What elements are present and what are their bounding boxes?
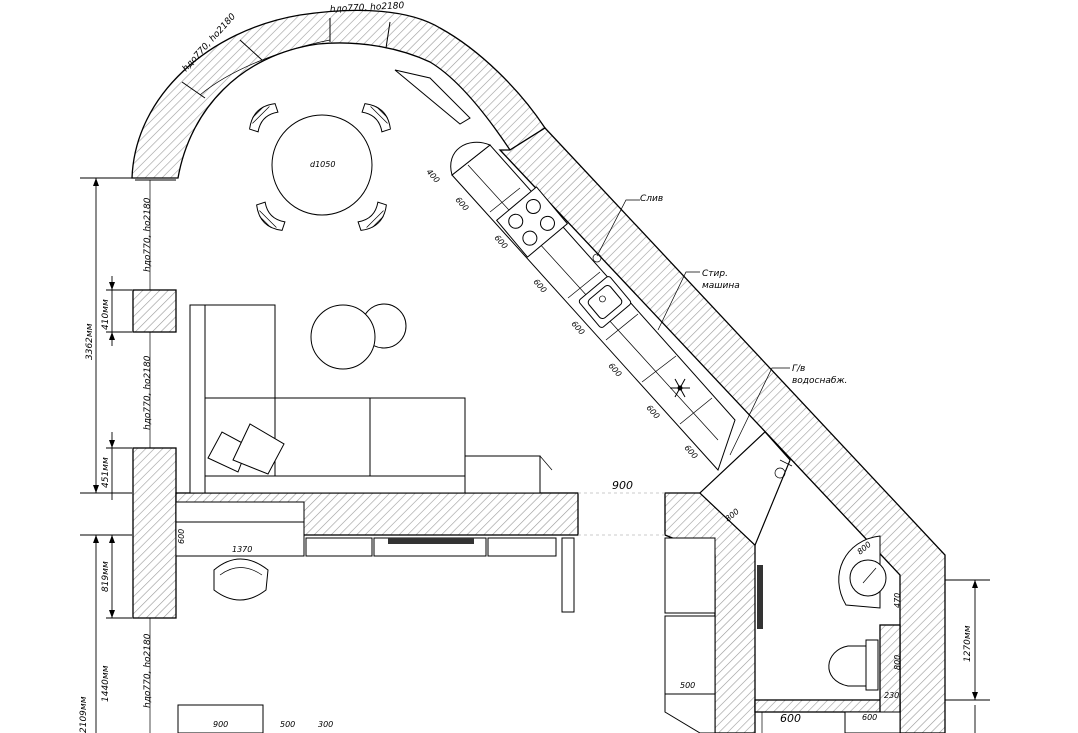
bottom-900-label: 900 <box>213 720 228 729</box>
module-600: 600 <box>645 403 662 420</box>
window-left-lower-label: hдо770, hо2180 <box>143 633 153 708</box>
dim-3362-label: 3362мм <box>85 323 95 360</box>
dim-410-label: 410мм <box>101 299 111 330</box>
closet: 500 <box>664 537 763 733</box>
radiator <box>757 565 763 629</box>
toilet <box>828 639 879 691</box>
dim-819-label: 819мм <box>101 561 111 592</box>
chair <box>256 201 286 231</box>
desk-chair <box>213 558 269 601</box>
windows <box>135 18 391 733</box>
door-600-b-label: 600 <box>862 713 877 722</box>
module-600: 600 <box>532 277 549 294</box>
desk-600-label: 600 <box>177 529 186 544</box>
bottom-500-label: 500 <box>280 720 295 729</box>
door-600-a-label: 600 <box>780 712 801 725</box>
desk-area: 600 1370 <box>175 501 575 613</box>
dim-1270-label: 1270мм <box>963 625 973 662</box>
drain-label: Слив <box>640 194 663 204</box>
dining-table: d1050 <box>249 103 391 231</box>
range-hood <box>394 69 471 125</box>
bottom-300-label: 300 <box>318 720 333 729</box>
opening-900: 900 <box>578 479 665 536</box>
tv-icon <box>388 538 474 544</box>
left-wall-mid <box>132 447 177 619</box>
closet-500-label: 500 <box>680 681 695 690</box>
tall-cabinet <box>561 537 575 613</box>
washer-label-1: Стир. <box>702 269 728 279</box>
bath-wall-bottom <box>754 699 901 713</box>
chair <box>249 103 279 133</box>
window-top-mid-label: hдо770, hо2180 <box>330 1 405 15</box>
window-left-mid-label: hдо770, hо2180 <box>143 355 153 430</box>
washer-label-2: машина <box>702 281 740 291</box>
desk-1370-label: 1370 <box>232 545 252 554</box>
opening-900-label: 900 <box>612 479 633 492</box>
module-600: 600 <box>607 361 624 378</box>
module-400: 400 <box>425 167 442 184</box>
bath-470-label: 470 <box>893 593 902 608</box>
coffee-tables <box>310 303 407 370</box>
bath-wall-right <box>879 624 901 733</box>
bathroom: 800 800 470 800 230 <box>699 431 902 700</box>
table-diameter-label: d1050 <box>310 160 335 169</box>
dim-2109-label: 2109мм <box>79 696 89 733</box>
dimensions-right: 1270мм <box>945 579 990 733</box>
callouts: Слив Стир. машина Г/в водоснабж. <box>596 194 847 456</box>
dim-451-label: 451мм <box>101 457 111 488</box>
bottom-cabinet: 900 500 300 <box>177 704 333 733</box>
cooktop <box>495 186 569 258</box>
bath-800-c-label: 800 <box>893 655 902 670</box>
bath-230-label: 230 <box>884 691 899 700</box>
pillow <box>232 423 285 475</box>
dim-1440-label: 1440мм <box>101 665 111 702</box>
left-wall-upper <box>132 289 177 333</box>
sofa <box>189 304 553 494</box>
water-label-1: Г/в <box>792 364 805 374</box>
module-600: 600 <box>454 195 471 212</box>
sink <box>578 276 632 328</box>
chair <box>357 201 387 231</box>
chair <box>361 103 391 133</box>
corner-cabinet <box>450 141 491 176</box>
freezer-snowflake-icon <box>670 378 690 398</box>
side-table <box>464 455 541 494</box>
window-left-upper-label: hдо770, hо2180 <box>143 197 153 272</box>
water-label-2: водоснабж. <box>792 376 847 386</box>
doors: 600 600 <box>761 699 901 733</box>
